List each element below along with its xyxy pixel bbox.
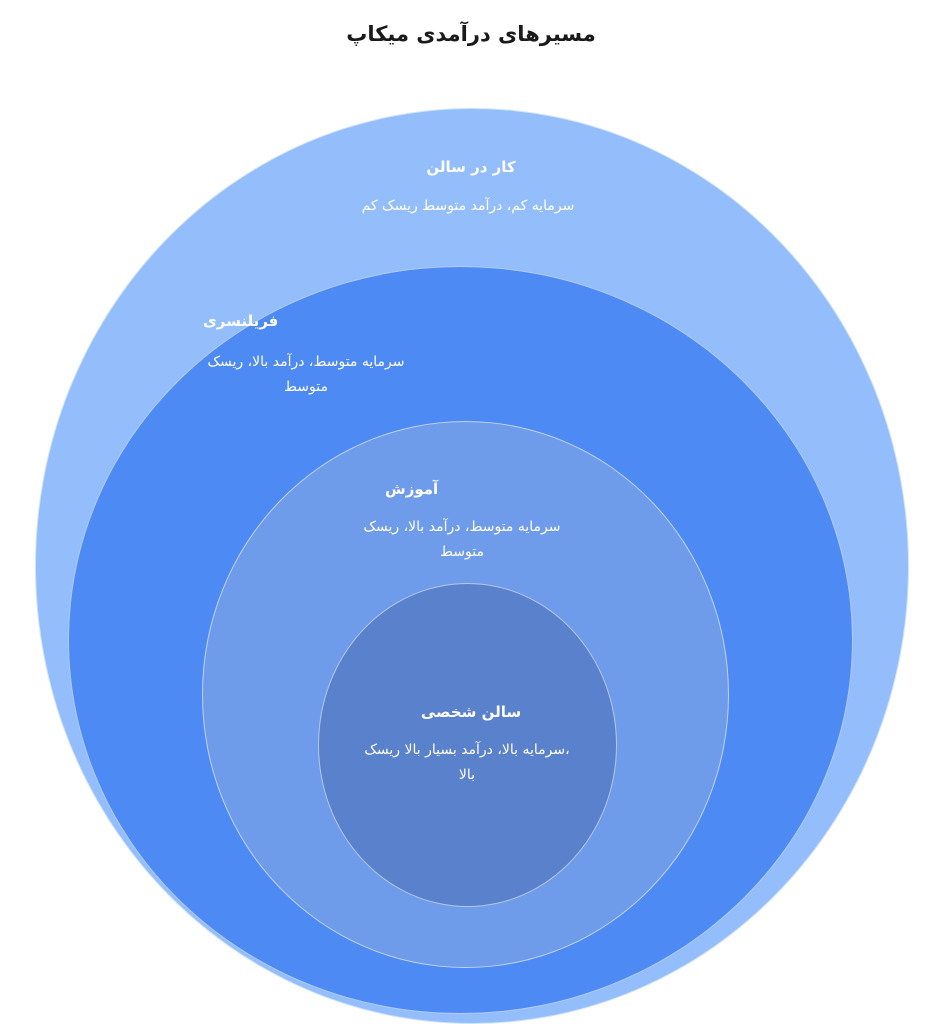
description-personal-salon: ،سرمایه بالا، درآمد بسیار بالا ریسک بالا xyxy=(364,742,570,783)
circle-personal-salon xyxy=(318,583,617,907)
label-teaching: آموزش xyxy=(385,480,439,498)
label-personal-salon: سالن شخصی xyxy=(420,703,522,721)
description-freelancing: سرمایه متوسط، درآمد بالا، ریسک متوسط xyxy=(207,354,405,395)
label-salon-work: کار در سالن xyxy=(426,158,516,176)
label-freelancing: فریلنسری xyxy=(203,312,279,330)
diagram-title: مسیرهای درآمدی میکاپ xyxy=(346,22,596,46)
description-teaching: سرمایه متوسط، درآمد بالا، ریسک متوسط xyxy=(363,519,561,560)
description-salon-work: سرمایه کم، درآمد متوسط ریسک کم xyxy=(361,198,575,214)
